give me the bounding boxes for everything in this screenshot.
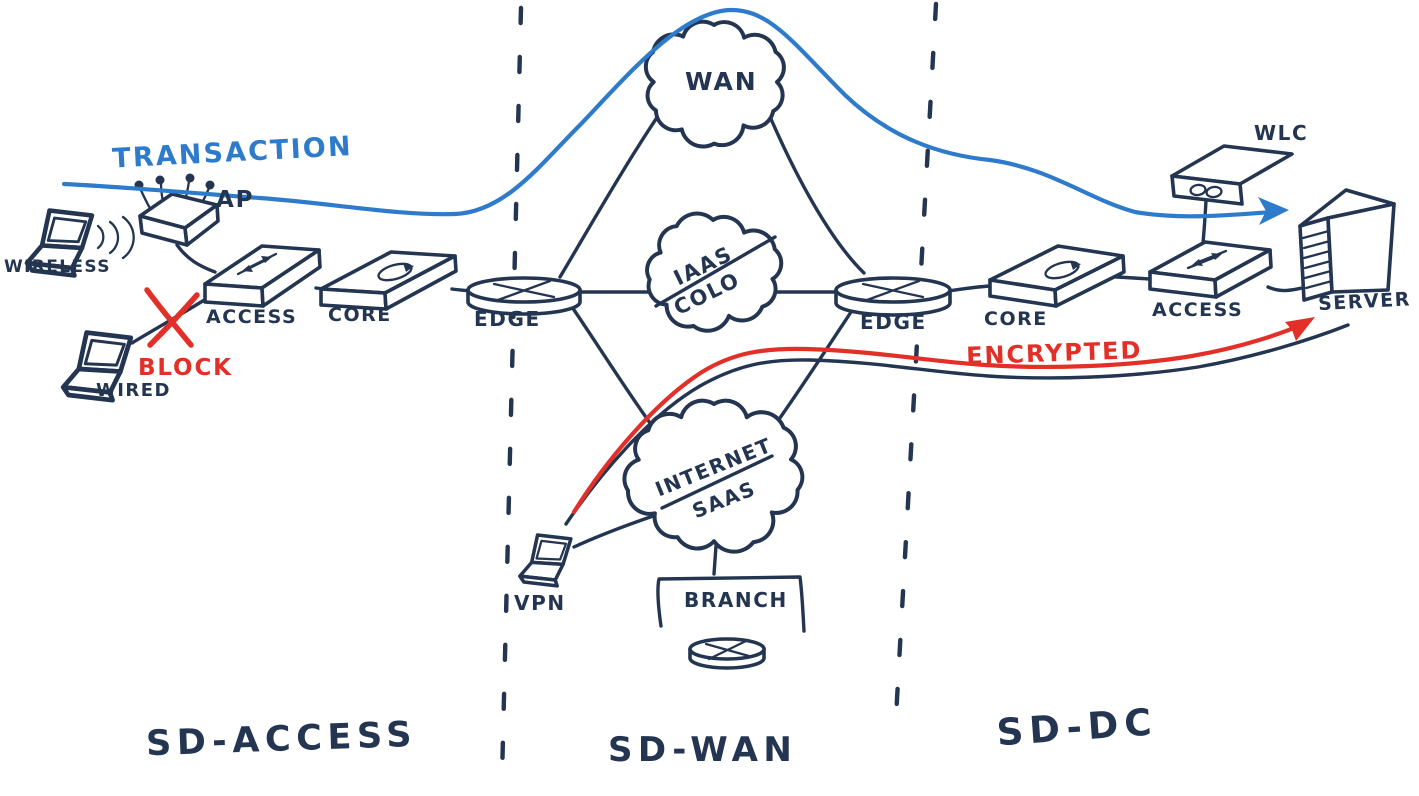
zone-dividers bbox=[499, 1, 939, 781]
link-wan-edge-right bbox=[766, 110, 866, 275]
antenna-tip-icon bbox=[155, 175, 165, 185]
router-cross-icon bbox=[861, 279, 925, 302]
connections bbox=[130, 110, 1304, 576]
zone-sd-access-label: SD-ACCESS bbox=[145, 715, 417, 764]
core-right-label: CORE bbox=[984, 308, 1048, 330]
access-left-label: ACCESS bbox=[206, 306, 297, 328]
labels: TRANSACTION ENCRYPTED BLOCK WIRELESS WIR… bbox=[4, 67, 1411, 770]
underlay-path-line bbox=[564, 323, 1350, 526]
server-label: SERVER bbox=[1318, 288, 1412, 315]
router-cross-icon bbox=[492, 279, 556, 302]
transaction-label: TRANSACTION bbox=[112, 131, 354, 175]
arrow-icon bbox=[1192, 259, 1203, 266]
wlc-label: WLC bbox=[1254, 121, 1308, 145]
branch-site bbox=[656, 575, 806, 670]
wan-cloud-label: WAN bbox=[685, 67, 758, 96]
link-wired-access bbox=[130, 297, 208, 345]
divider-sdaccess-sdwan bbox=[499, 5, 524, 781]
vpn-label: VPN bbox=[514, 591, 566, 615]
router-cross-icon bbox=[704, 639, 751, 661]
transaction-arrowhead-icon bbox=[1258, 197, 1289, 225]
antenna-tip-icon bbox=[205, 180, 215, 190]
link-edge-core-right bbox=[946, 284, 992, 293]
link-access-server bbox=[1266, 285, 1304, 293]
encrypted-flow-line bbox=[571, 320, 1308, 515]
iaas-colo-slash bbox=[654, 235, 777, 308]
vpn-laptop bbox=[518, 533, 573, 588]
access-point-device bbox=[134, 173, 220, 247]
branch-bracket bbox=[656, 575, 806, 633]
access-switch-right bbox=[1148, 240, 1273, 299]
clouds bbox=[622, 19, 805, 554]
edge-router-left bbox=[466, 276, 582, 316]
wlc-device bbox=[1170, 144, 1294, 206]
encrypted-arrowhead-icon bbox=[1285, 317, 1315, 341]
encrypted-label: ENCRYPTED bbox=[966, 336, 1143, 370]
core-switch-left bbox=[319, 250, 458, 311]
edge-right-label: EDGE bbox=[860, 310, 927, 334]
transaction-flow-line bbox=[61, 7, 1275, 219]
wired-label: WIRED bbox=[96, 380, 171, 401]
link-internet-branch bbox=[712, 544, 718, 576]
branch-router bbox=[688, 637, 766, 670]
link-internet-edge-right bbox=[768, 307, 855, 434]
server-device bbox=[1298, 188, 1396, 302]
block-x-icon bbox=[144, 287, 200, 348]
core-left-label: CORE bbox=[328, 304, 392, 326]
wireless-label: WIRELESS bbox=[4, 257, 111, 277]
wifi-waves-icon bbox=[96, 215, 135, 260]
block-label: BLOCK bbox=[138, 355, 233, 381]
edge-left-label: EDGE bbox=[474, 307, 541, 331]
infinity-icon bbox=[1205, 185, 1223, 199]
link-ap-access bbox=[175, 243, 217, 274]
infinity-icon bbox=[1189, 183, 1207, 197]
server-vents-icon bbox=[1301, 229, 1334, 290]
arrow-icon bbox=[1070, 261, 1081, 270]
arrow-icon bbox=[403, 263, 414, 272]
branch-label: BRANCH bbox=[684, 588, 788, 612]
access-switch-left bbox=[203, 244, 322, 308]
zone-sd-wan-label: SD-WAN bbox=[608, 730, 797, 770]
link-edge-left-wan bbox=[558, 114, 660, 279]
internet-saas-slash bbox=[660, 454, 774, 510]
access-right-label: ACCESS bbox=[1152, 299, 1243, 321]
ap-label: AP bbox=[216, 187, 254, 213]
link-edge-left-internet bbox=[570, 305, 657, 432]
devices bbox=[27, 144, 1396, 670]
flows bbox=[61, 7, 1350, 526]
core-switch-right bbox=[988, 244, 1126, 308]
arrow-icon bbox=[242, 265, 253, 272]
antenna-tip-icon bbox=[185, 173, 195, 183]
edge-router-right bbox=[834, 276, 952, 317]
zone-sd-dc-label: SD-DC bbox=[995, 700, 1158, 754]
